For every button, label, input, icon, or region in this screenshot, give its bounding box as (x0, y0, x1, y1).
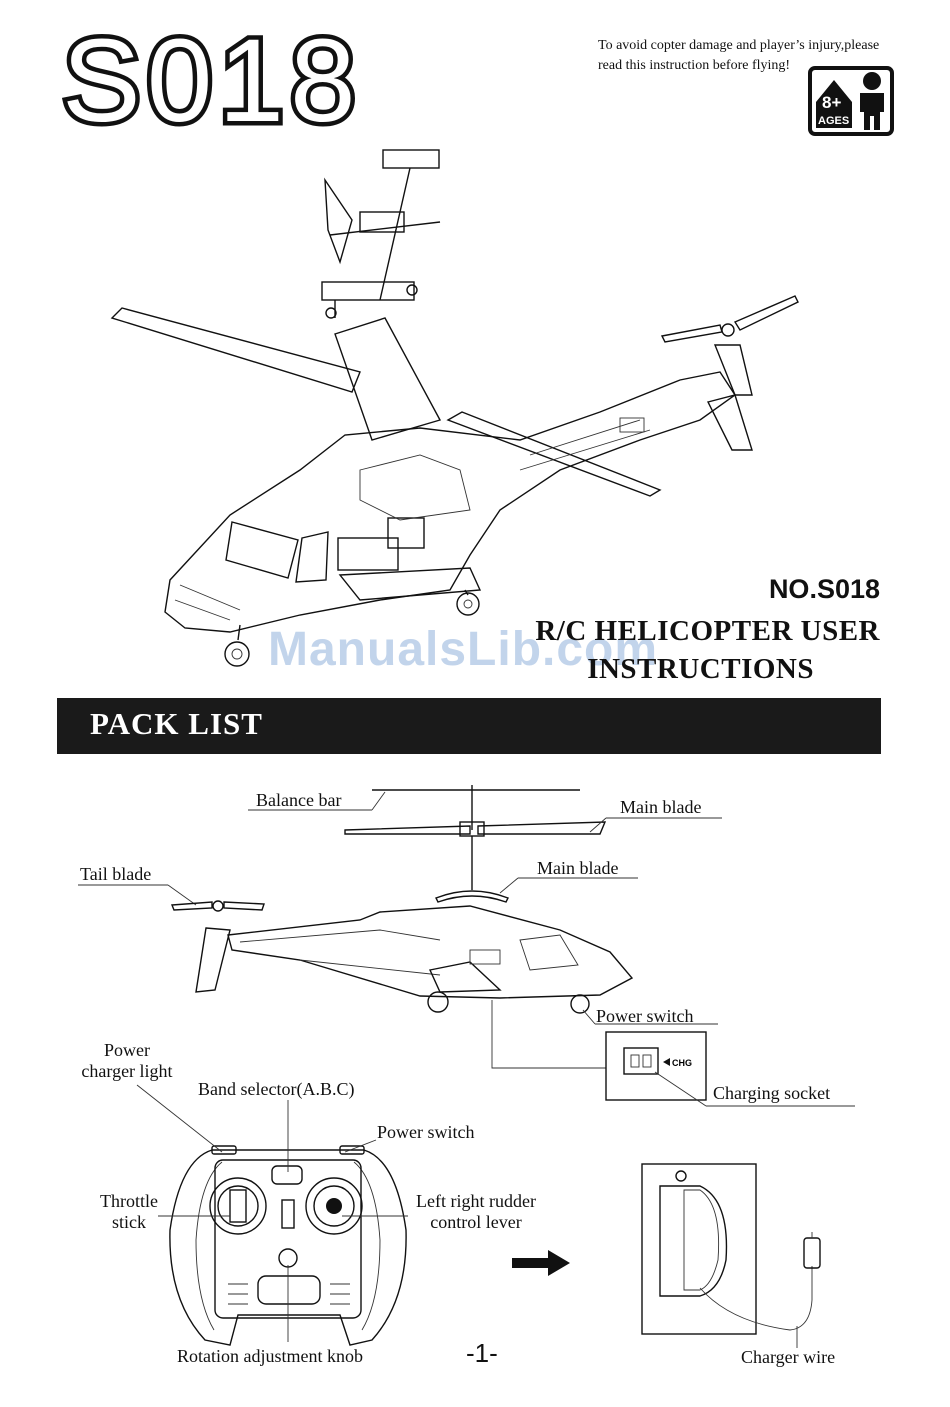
label-rudder-lever: Left right rudder control lever (416, 1191, 536, 1232)
cover-helicopter-illustration (110, 149, 799, 667)
label-charging-socket: Charging socket (713, 1083, 831, 1103)
watermark: ManualsLib.com (268, 623, 659, 676)
model-title: S018 (58, 15, 362, 147)
warning-line-2: read this instruction before flying! (598, 58, 791, 73)
title-line-1: R/C HELICOPTER USER (535, 615, 880, 647)
arrow-right-icon (512, 1250, 570, 1276)
label-tail-blade: Tail blade (80, 864, 152, 884)
label-power-switch-heli: Power switch (596, 1006, 694, 1026)
document-title: R/C HELICOPTER USER INSTRUCTIONS (470, 612, 880, 688)
label-power-charger-light: Power charger light (81, 1040, 173, 1081)
charger-detail (641, 1163, 821, 1348)
model-number: NO.S018 (768, 574, 880, 604)
pack-list-banner (57, 698, 881, 754)
label-band-selector: Band selector(A.B.C) (198, 1079, 355, 1099)
child-icon (863, 72, 881, 90)
label-charger-wire: Charger wire (741, 1347, 836, 1367)
label-rotation-knob: Rotation adjustment knob (177, 1346, 363, 1366)
ages-word: AGES (818, 115, 849, 127)
label-main-blade-upper: Main blade (620, 797, 702, 817)
page-number: -1- (466, 1338, 498, 1368)
age-value: 8+ (822, 93, 841, 112)
label-main-blade-lower: Main blade (537, 858, 619, 878)
label-power-switch-controller: Power switch (377, 1122, 475, 1142)
label-balance-bar: Balance bar (256, 790, 342, 810)
charging-socket-detail (605, 1031, 707, 1101)
warning-line-1: To avoid copter damage and player’s inju… (598, 38, 880, 53)
pack-list-heading: PACK LIST (90, 706, 263, 741)
safety-warning: To avoid copter damage and player’s inju… (598, 36, 898, 76)
label-throttle-stick: Throttle stick (100, 1191, 158, 1232)
chg-marking: CHG (672, 1058, 692, 1068)
title-line-2: INSTRUCTIONS (587, 653, 814, 685)
age-rating-badge: 8+ AGES (808, 66, 894, 136)
